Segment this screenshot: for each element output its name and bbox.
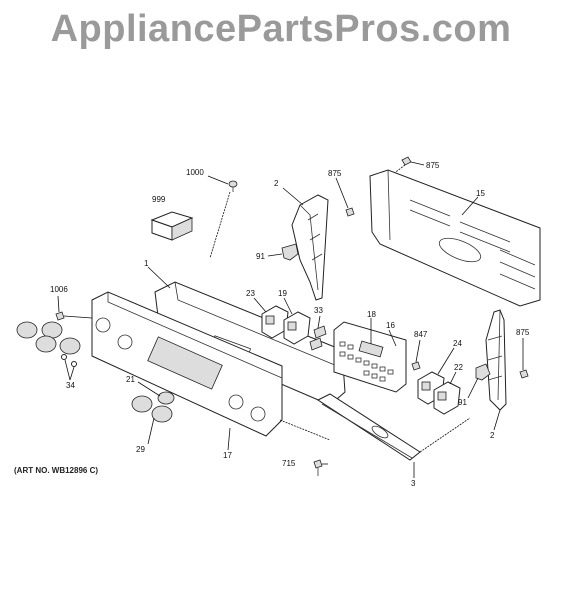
part-1000-screw[interactable] bbox=[228, 180, 238, 192]
part-knob-left-1[interactable] bbox=[16, 321, 38, 339]
callout-18: 18 bbox=[367, 310, 376, 319]
callout-24: 24 bbox=[453, 339, 462, 348]
part-33-insert[interactable] bbox=[309, 325, 327, 351]
part-2-bracket-right[interactable] bbox=[485, 309, 507, 411]
part-3-trim[interactable] bbox=[316, 393, 421, 461]
callout-91-right: 91 bbox=[458, 398, 467, 407]
callout-875-upper-right: 875 bbox=[426, 161, 440, 170]
part-91-clip-left[interactable] bbox=[281, 243, 299, 261]
part-knob-left-4[interactable] bbox=[59, 337, 81, 355]
callout-15: 15 bbox=[476, 189, 485, 198]
part-15-heat-shield[interactable] bbox=[369, 169, 541, 307]
part-19-switch[interactable] bbox=[283, 311, 311, 345]
part-875-screw-top[interactable] bbox=[345, 207, 355, 217]
part-16-control-board[interactable] bbox=[333, 321, 407, 393]
part-2-bracket-left[interactable] bbox=[291, 194, 329, 301]
watermark: AppliancePartsPros.com bbox=[50, 8, 512, 50]
callout-22: 22 bbox=[454, 363, 463, 372]
callout-19: 19 bbox=[278, 289, 287, 298]
part-999-box[interactable] bbox=[150, 211, 194, 241]
callout-23: 23 bbox=[246, 289, 255, 298]
part-knob-left-2[interactable] bbox=[41, 321, 63, 339]
part-715-screw[interactable] bbox=[313, 459, 323, 476]
callout-29: 29 bbox=[136, 445, 145, 454]
callout-17: 17 bbox=[223, 451, 232, 460]
art-number: (ART NO. WB12896 C) bbox=[14, 466, 99, 475]
part-1006-screw[interactable] bbox=[55, 311, 65, 321]
callout-999: 999 bbox=[152, 195, 166, 204]
part-875-screw-upper-right[interactable] bbox=[401, 156, 412, 166]
callout-2-right: 2 bbox=[490, 431, 495, 440]
callout-875-top: 875 bbox=[328, 169, 342, 178]
callout-34: 34 bbox=[66, 381, 75, 390]
part-34-spring[interactable] bbox=[61, 354, 77, 367]
callout-3: 3 bbox=[411, 479, 416, 488]
part-875-screw-right[interactable] bbox=[519, 369, 529, 379]
part-91-clip-right[interactable] bbox=[475, 363, 491, 381]
part-29-knob[interactable] bbox=[131, 395, 173, 423]
part-21-knob-insert[interactable] bbox=[157, 391, 175, 405]
callout-91-left: 91 bbox=[256, 252, 265, 261]
callout-33: 33 bbox=[314, 306, 323, 315]
part-17-control-panel[interactable] bbox=[91, 291, 283, 437]
callout-16: 16 bbox=[386, 321, 395, 330]
callout-1000: 1000 bbox=[186, 168, 204, 177]
callout-2-top: 2 bbox=[274, 179, 279, 188]
callout-1006: 1006 bbox=[50, 285, 68, 294]
part-22-switch[interactable] bbox=[433, 381, 461, 415]
part-knob-left-3[interactable] bbox=[35, 335, 57, 353]
part-847-clip[interactable] bbox=[411, 361, 421, 371]
callout-1: 1 bbox=[144, 259, 149, 268]
callout-847: 847 bbox=[414, 330, 428, 339]
callout-21: 21 bbox=[126, 375, 135, 384]
callout-715: 715 bbox=[282, 459, 296, 468]
callout-875-right: 875 bbox=[516, 328, 530, 337]
